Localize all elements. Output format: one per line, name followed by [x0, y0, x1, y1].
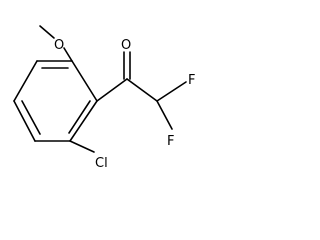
- ring-double-bond-inner-2: [21, 100, 41, 135]
- ring-bond-5: [13, 60, 38, 102]
- bond-oxygen-ring: [63, 47, 73, 62]
- atom-label-chlorine: Cl: [95, 156, 108, 171]
- ring-double-bond-inner-3: [68, 100, 91, 134]
- bond-ring-carbonyl: [96, 78, 128, 102]
- bond-ring-chlorine: [69, 140, 95, 153]
- atom-label-oxygen-carbonyl: O: [121, 38, 131, 53]
- ring-bond-4: [13, 100, 36, 142]
- atom-label-oxygen-methoxy: O: [54, 38, 64, 53]
- chemical-structure: O O F F Cl: [13, 25, 195, 171]
- ring-bond-2: [69, 100, 98, 142]
- atom-label-fluorine-upper: F: [188, 73, 195, 88]
- bond-carbonyl-chf2: [126, 78, 158, 102]
- atom-label-fluorine-lower: F: [167, 134, 174, 149]
- bond-methyl-oxygen: [39, 25, 55, 39]
- bond-c-f-lower: [156, 100, 173, 130]
- bond-c-f-upper: [156, 81, 187, 102]
- ring-bond-1: [71, 60, 98, 102]
